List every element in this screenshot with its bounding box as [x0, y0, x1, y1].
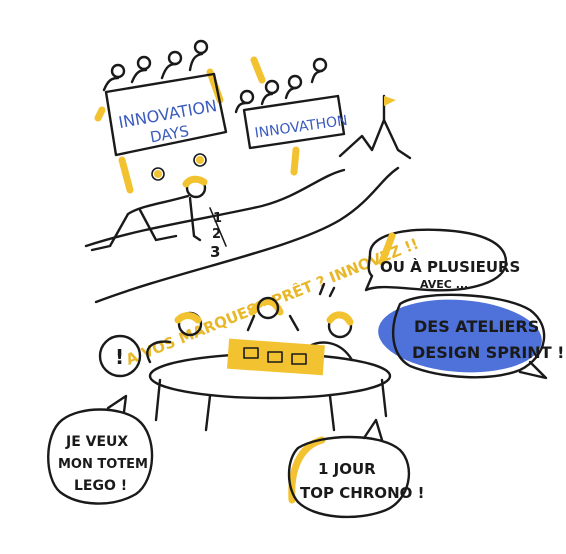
- chrono-line1: 1 JOUR: [318, 460, 376, 478]
- countdown-1: 1: [213, 211, 222, 226]
- exclaim-bubble: !: [98, 334, 142, 378]
- ateliers-bubble: DES ATELIERS DESIGN SPRINT !: [378, 293, 564, 380]
- chrono-bubble: 1 JOUR TOP CHRONO !: [287, 418, 424, 519]
- countdown-2: 2: [212, 227, 221, 242]
- mountain-flag-icon: [338, 94, 412, 160]
- totem-bubble: JE VEUX MON TOTEM LEGO !: [47, 394, 154, 505]
- plusieurs-line2: AVEC ...: [420, 278, 468, 291]
- totem-line2: MON TOTEM: [58, 457, 148, 472]
- chrono-line2: TOP CHRONO !: [300, 484, 424, 502]
- race-track: 1 2 3 A VOS MARQUES · PRÊT ? INNOVEZ !!: [84, 166, 421, 369]
- plusieurs-line1: OU À PLUSIEURS: [380, 257, 520, 276]
- sparkle-icons: [151, 153, 207, 181]
- totem-line3: LEGO !: [74, 478, 127, 494]
- runner-figure: [90, 175, 208, 252]
- innovation-days-sign: INNOVATION DAYS: [94, 39, 228, 194]
- countdown-3: 3: [210, 243, 220, 261]
- innovathon-label: INNOVATHON: [254, 113, 349, 142]
- team-table: [146, 282, 392, 432]
- ateliers-line1: DES ATELIERS: [414, 317, 539, 336]
- crowd-heads-left: [102, 39, 209, 92]
- exclaim-text: !: [115, 345, 124, 369]
- crowd-heads-right: [234, 57, 328, 114]
- plusieurs-bubble: OU À PLUSIEURS AVEC ...: [364, 228, 520, 292]
- totem-line1: JE VEUX: [65, 434, 128, 450]
- ateliers-line2: DESIGN SPRINT !: [412, 343, 564, 362]
- innovathon-sign: INNOVATHON: [234, 56, 349, 176]
